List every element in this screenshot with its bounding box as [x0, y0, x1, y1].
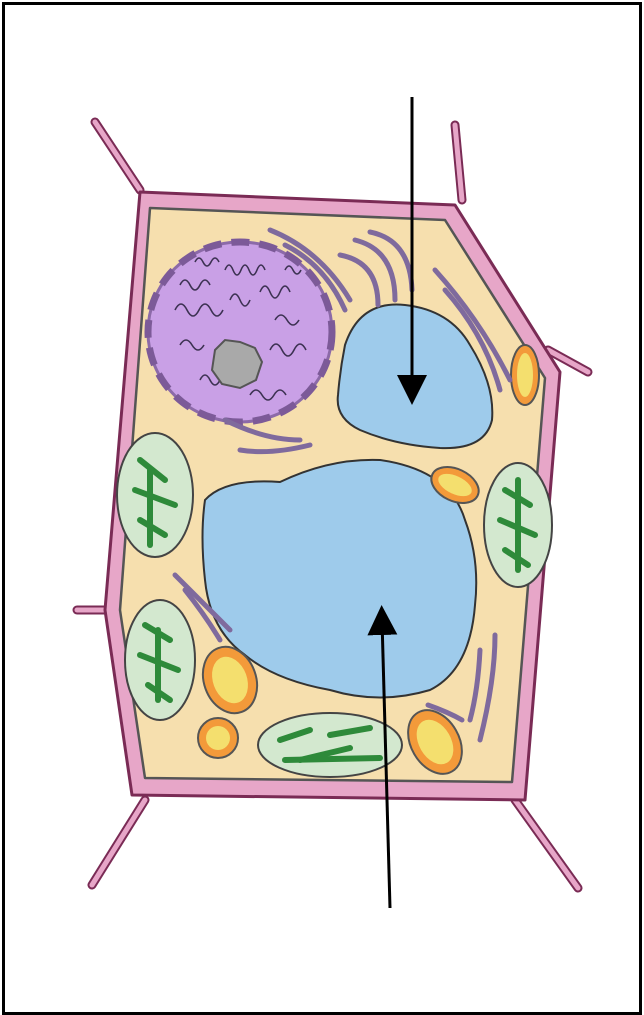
chloroplast-left-top: [117, 433, 193, 557]
mitochondrion-upper-right: [511, 345, 539, 405]
chloroplast-right: [484, 463, 552, 587]
chloroplast-bottom: [258, 713, 402, 777]
nucleus: [148, 242, 332, 422]
chloroplast-left-bottom: [125, 600, 195, 720]
mitochondrion-small: [198, 718, 238, 758]
nucleolus: [212, 340, 262, 388]
